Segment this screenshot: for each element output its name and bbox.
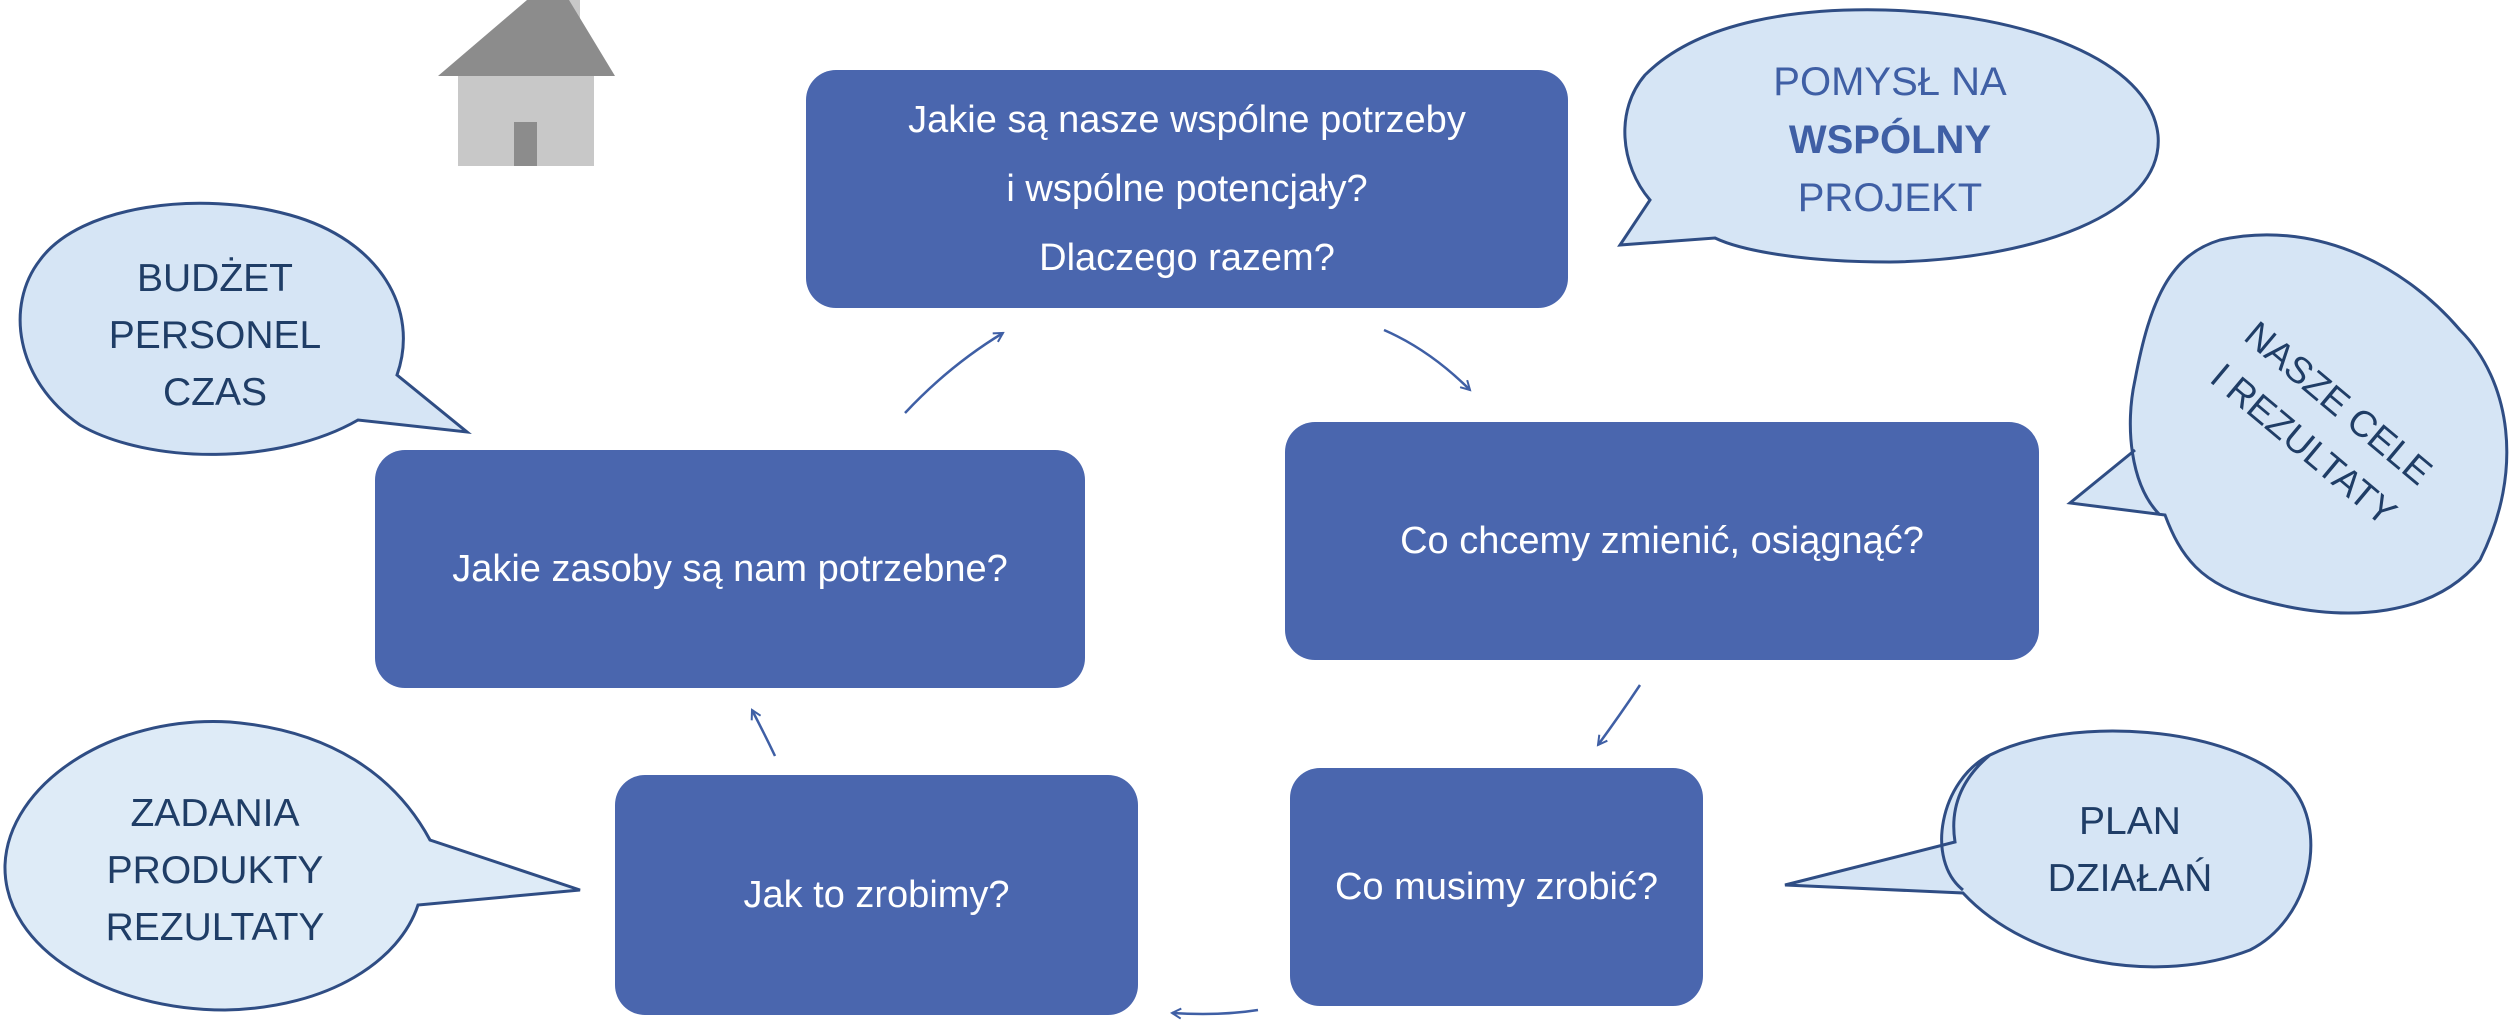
speech-bubble-plan xyxy=(1784,729,2313,969)
bubble-budget-line-2: PERSONEL xyxy=(108,313,322,357)
arrow-todo-to-how xyxy=(1172,1010,1259,1014)
bubble-budget-text: BUDŻET PERSONEL CZAS xyxy=(65,245,365,425)
box-what-to-change: Co chcemy zmienić, osiągnąć? xyxy=(1285,422,2039,660)
bubble-plan-line-1: PLAN xyxy=(2079,800,2181,843)
box-what-to-do: Co musimy zrobić? xyxy=(1290,768,1703,1006)
box-what-to-do-label: Co musimy zrobić? xyxy=(1334,865,1659,908)
box-common-needs: Jakie są nasze wspólne potrzeby i wspóln… xyxy=(806,70,1568,308)
bubble-idea-line-1: POMYSŁ NA xyxy=(1773,60,2007,104)
box-common-needs-line-2: i wspólne potencjały? xyxy=(1006,167,1368,210)
box-resources: Jakie zasoby są nam potrzebne? xyxy=(375,450,1085,688)
speech-bubble-goals xyxy=(2066,233,2509,615)
box-common-needs-line-1: Jakie są nasze wspólne potrzeby xyxy=(908,98,1466,141)
speech-bubble-tasks xyxy=(3,720,581,1012)
box-what-to-change-label: Co chcemy zmienić, osiągnąć? xyxy=(1400,519,1924,562)
box-how: Jak to zrobimy? xyxy=(615,775,1138,1015)
house-icon xyxy=(438,0,615,166)
bubble-plan-line-2: DZIAŁAŃ xyxy=(2047,857,2213,900)
arrow-needs-to-change xyxy=(1383,328,1470,390)
arrow-change-to-todo xyxy=(1598,684,1642,745)
bubble-budget-line-1: BUDŻET xyxy=(137,256,293,300)
bubble-idea-line-2: WSPÓLNY xyxy=(1788,118,1992,162)
bubble-idea-line-3: PROJEKT xyxy=(1797,176,1983,220)
arrow-resources-to-needs xyxy=(904,331,1003,414)
bubble-tasks-line-1: ZADANIA xyxy=(130,791,300,835)
box-common-needs-line-3: Dlaczego razem? xyxy=(1039,236,1335,279)
bubble-budget-line-3: CZAS xyxy=(162,370,267,414)
bubble-tasks-line-2: PRODUKTY xyxy=(106,848,324,892)
speech-bubble-budget xyxy=(18,201,472,456)
bubble-plan-text: PLAN DZIAŁAŃ xyxy=(2020,790,2240,910)
bubble-tasks-line-3: REZULTATY xyxy=(105,905,325,949)
flow-arrows xyxy=(752,328,1642,1014)
box-how-label: Jak to zrobimy? xyxy=(743,873,1010,916)
speech-bubble-idea xyxy=(1617,8,2160,264)
bubble-tasks-text: ZADANIA PRODUKTY REZULTATY xyxy=(60,780,370,960)
box-resources-label: Jakie zasoby są nam potrzebne? xyxy=(452,547,1008,590)
bubble-idea-text: POMYSŁ NA WSPÓLNY PROJEKT xyxy=(1700,50,2080,230)
arrow-how-to-resources xyxy=(752,710,777,757)
